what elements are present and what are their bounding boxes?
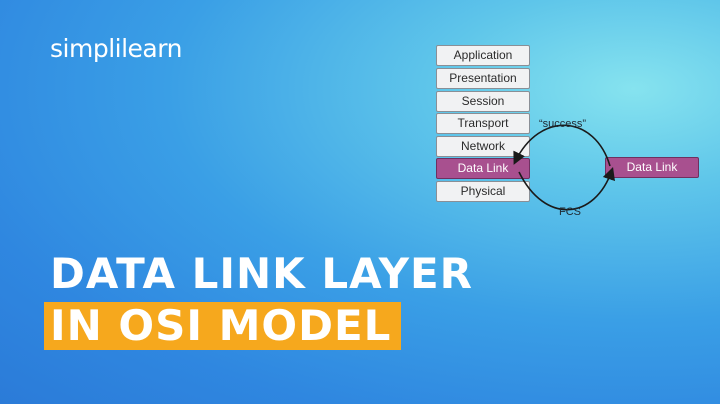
label-success: “success”: [539, 118, 587, 130]
layer-presentation: Presentation: [436, 68, 530, 89]
layer-data-link: Data Link: [436, 158, 530, 179]
label-fcs: FCS: [559, 206, 581, 218]
layer-transport: Transport: [436, 113, 530, 134]
layer-physical: Physical: [436, 181, 530, 202]
title-line-1: DATA LINK LAYER: [50, 249, 474, 298]
layer-application: Application: [436, 45, 530, 66]
title-line-2: IN OSI MODEL: [44, 302, 402, 350]
arrow-fcs: [518, 166, 615, 211]
simplilearn-logo: simplilearn: [50, 34, 182, 63]
layer-network: Network: [436, 136, 530, 157]
layer-session: Session: [436, 91, 530, 112]
peer-data-link-node: Data Link: [605, 157, 699, 178]
arrow-success: [513, 124, 611, 167]
